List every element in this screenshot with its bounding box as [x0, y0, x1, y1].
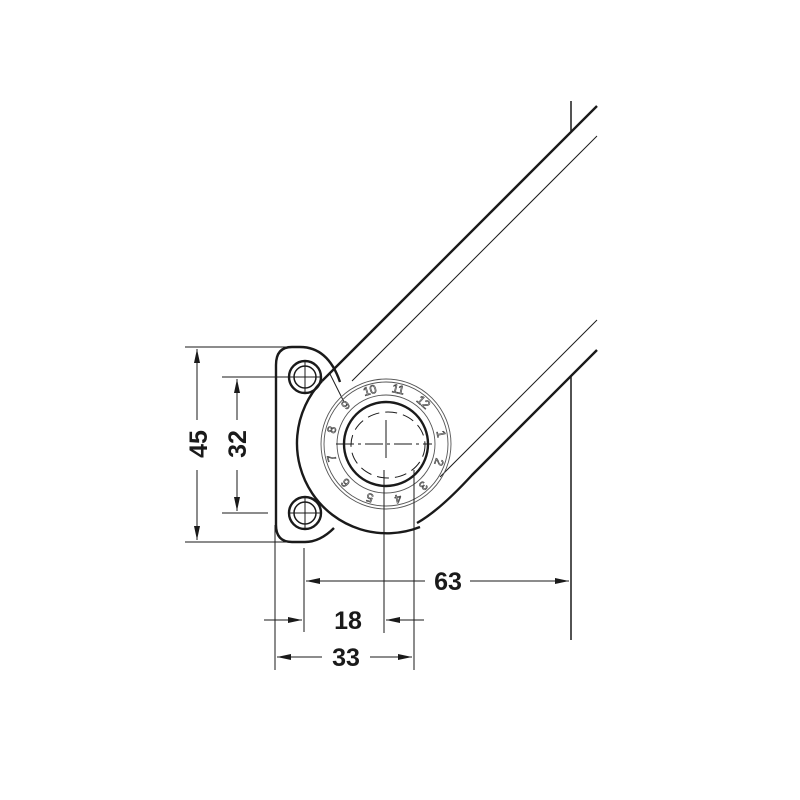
dimension-18: 18	[264, 607, 424, 635]
dial-number-8: 8	[324, 424, 339, 434]
mounting-plate	[274, 345, 342, 544]
extension-lines	[185, 346, 415, 670]
body-edge-line	[329, 373, 345, 403]
dial-number-5: 5	[364, 490, 375, 505]
dial-number-10: 10	[361, 382, 378, 399]
dim-label-18: 18	[334, 607, 362, 635]
dimension-32: 32	[224, 379, 252, 511]
dim-label-63: 63	[434, 568, 462, 596]
dashed-contour	[350, 411, 426, 479]
hinge-body-outline	[295, 380, 421, 535]
dial-number-2: 2	[431, 457, 447, 468]
dim-label-32: 32	[224, 430, 252, 458]
mounting-hole-bottom	[287, 495, 323, 531]
stay-arm	[321, 105, 598, 525]
dial-number-4: 4	[393, 491, 403, 506]
dimension-63: 63	[306, 568, 569, 596]
dimension-33: 33	[277, 644, 412, 672]
dim-label-33: 33	[332, 644, 360, 672]
dimension-45: 45	[185, 349, 213, 540]
dial-number-12: 12	[414, 393, 434, 413]
dim-label-45: 45	[185, 430, 213, 458]
mounting-hole-top	[287, 359, 323, 395]
dial-number-11: 11	[391, 381, 407, 397]
dial-number-7: 7	[324, 453, 339, 463]
dial-number-1: 1	[434, 429, 449, 438]
